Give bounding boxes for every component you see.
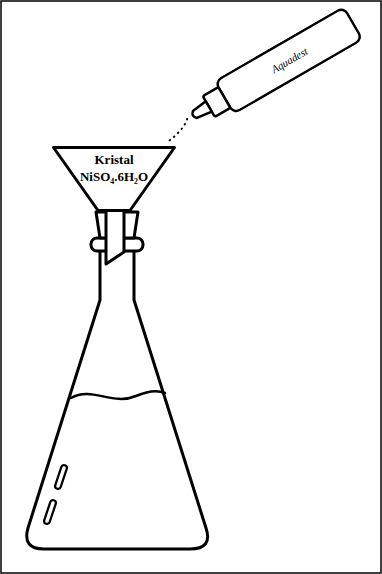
content-label: Kristal NiSO₄.6H₂O [66, 151, 162, 185]
glass-highlight [47, 468, 64, 521]
funnel: Kristal NiSO₄.6H₂O [52, 146, 176, 212]
wash-bottle: Aquadest [180, 5, 365, 135]
liquid-surface [71, 391, 165, 399]
water-stream [166, 119, 187, 143]
bottle-label: Aquadest [214, 5, 364, 115]
flask-body [27, 250, 208, 549]
funnel-stem [106, 208, 124, 264]
